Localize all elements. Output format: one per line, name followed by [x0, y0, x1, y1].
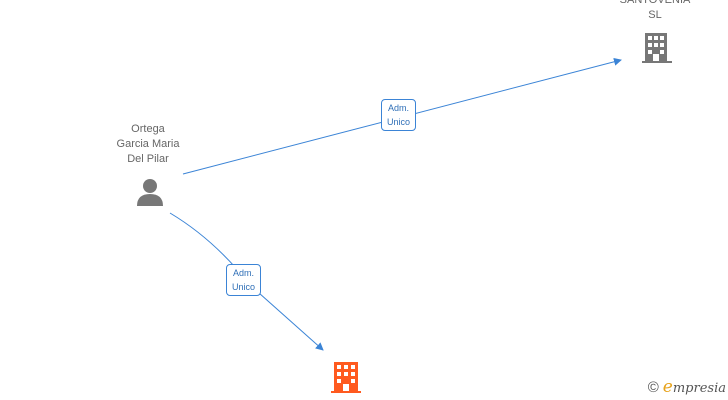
copyright-symbol: ©	[647, 379, 659, 396]
company-name-label[interactable]: SANTOVENIA SL	[605, 0, 705, 23]
role-badge[interactable]: Adm. Unico	[381, 99, 417, 131]
brand-initial: e	[662, 377, 673, 397]
role-badge[interactable]: Adm. Unico	[226, 264, 262, 296]
person-name-line: Ortega	[131, 123, 165, 135]
company-name-line: SL	[648, 9, 662, 21]
role-badge-line: Unico	[232, 282, 256, 292]
company-name-line: SANTOVENIA	[619, 0, 691, 6]
role-badge-line: Adm.	[233, 268, 255, 278]
building-icon[interactable]	[331, 362, 361, 393]
building-icon[interactable]	[642, 33, 672, 63]
brand-name: mpresia	[672, 381, 726, 396]
role-badge-line: Adm.	[388, 103, 410, 113]
brand-logo[interactable]: ©empresia	[648, 377, 726, 397]
person-name-line: Del Pilar	[127, 153, 169, 165]
role-badge-line: Unico	[387, 117, 411, 127]
person-icon[interactable]	[137, 179, 163, 206]
person-name-label[interactable]: Ortega Garcia Maria Del Pilar	[98, 122, 198, 167]
person-name-line: Garcia Maria	[116, 138, 180, 150]
